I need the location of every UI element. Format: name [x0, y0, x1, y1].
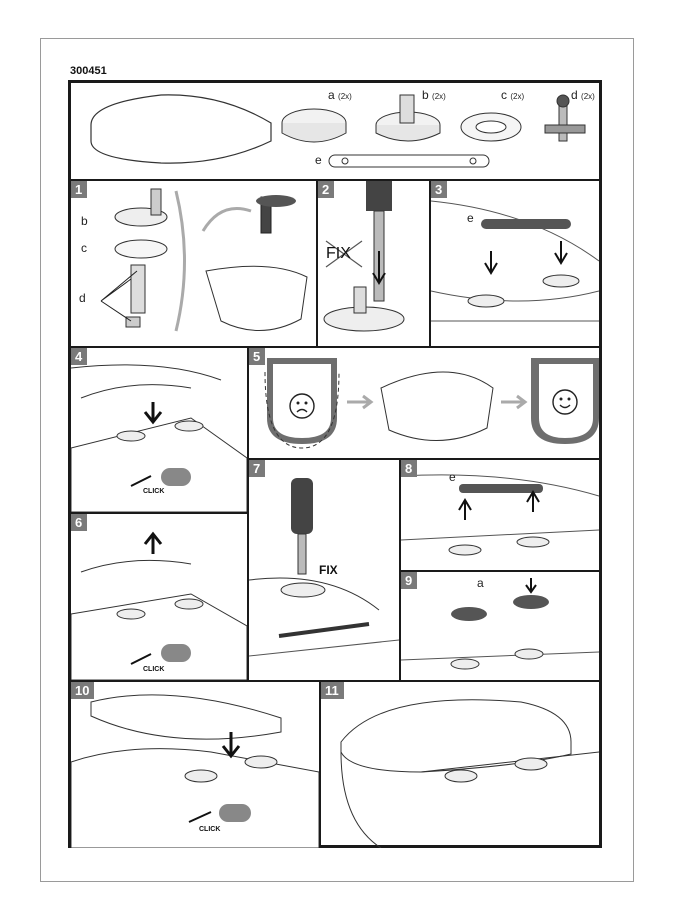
- step-9-panel: 9 a: [401, 572, 599, 680]
- step-4-panel: 4 CLICK: [71, 348, 247, 512]
- part-d-label: d (2x): [571, 88, 595, 102]
- divider: [401, 570, 599, 572]
- step-7-panel: 7 FIX: [249, 460, 399, 680]
- divider: [71, 680, 599, 682]
- click-label: CLICK: [199, 826, 221, 833]
- divider: [316, 179, 318, 348]
- instructions-frame: a (2x) b (2x) c (2x) d (2x) e 1 b c d: [68, 80, 602, 848]
- step-1-label-b: b: [81, 214, 88, 228]
- step-6-panel: 6 CLICK: [71, 514, 247, 680]
- step-9-illustration: [401, 578, 599, 670]
- step-1-illustration: [100, 188, 308, 332]
- step-8-panel: 8 e: [401, 460, 599, 570]
- divider: [247, 346, 249, 682]
- step-11-illustration: [340, 699, 599, 848]
- part-e-label: e: [315, 153, 322, 167]
- click-label: CLICK: [143, 666, 165, 673]
- step-2-illustration: [323, 181, 405, 332]
- step-10-number: 10: [71, 682, 95, 699]
- divider: [249, 458, 599, 460]
- page-border: [40, 38, 634, 882]
- step-4-illustration: [71, 364, 247, 512]
- step-10-panel: 10 CLICK: [71, 682, 319, 848]
- happy-face-icon: [552, 389, 578, 415]
- step-8-label-e: e: [449, 470, 456, 484]
- step-7-illustration: [249, 478, 399, 657]
- step-2-panel: 2 FIX: [318, 181, 429, 346]
- divider: [71, 512, 249, 514]
- parts-panel: a (2x) b (2x) c (2x) d (2x) e: [71, 83, 599, 179]
- sad-face-icon: [289, 393, 315, 419]
- step-3-label-e: e: [467, 211, 474, 225]
- step-11-panel: 11: [321, 682, 599, 848]
- step-8-number: 8: [401, 460, 418, 477]
- fix-label: FIX: [319, 563, 338, 577]
- step-5-panel: 5: [249, 348, 599, 458]
- divider: [429, 179, 431, 348]
- step-1-panel: 1 b c d: [71, 181, 316, 346]
- step-3-number: 3: [431, 181, 448, 198]
- step-2-number: 2: [318, 181, 335, 198]
- step-1-label-c: c: [81, 241, 87, 255]
- document-number: 300451: [70, 65, 107, 77]
- step-6-number: 6: [71, 514, 88, 531]
- click-label: CLICK: [143, 488, 165, 495]
- part-a-label: a (2x): [328, 88, 352, 102]
- part-b-label: b (2x): [422, 88, 446, 102]
- step-7-number: 7: [249, 460, 266, 477]
- divider: [319, 680, 321, 848]
- step-11-number: 11: [321, 682, 344, 699]
- step-6-illustration: [71, 531, 247, 680]
- step-4-number: 4: [71, 348, 88, 365]
- divider: [399, 458, 401, 682]
- step-10-illustration: [71, 694, 319, 848]
- step-9-number: 9: [401, 572, 418, 589]
- step-5-illustration: [264, 358, 599, 449]
- divider: [71, 179, 599, 181]
- parts-illustration: [90, 94, 586, 168]
- step-8-illustration: [401, 474, 599, 556]
- step-9-label-a: a: [477, 576, 484, 590]
- step-3-illustration: [431, 200, 599, 322]
- fix-label: FIX: [326, 245, 351, 262]
- step-1-label-d: d: [79, 291, 86, 305]
- step-1-number: 1: [71, 181, 88, 198]
- part-c-label: c (2x): [501, 88, 525, 102]
- step-3-panel: 3 e: [431, 181, 599, 346]
- step-5-number: 5: [249, 348, 266, 365]
- divider: [71, 346, 599, 348]
